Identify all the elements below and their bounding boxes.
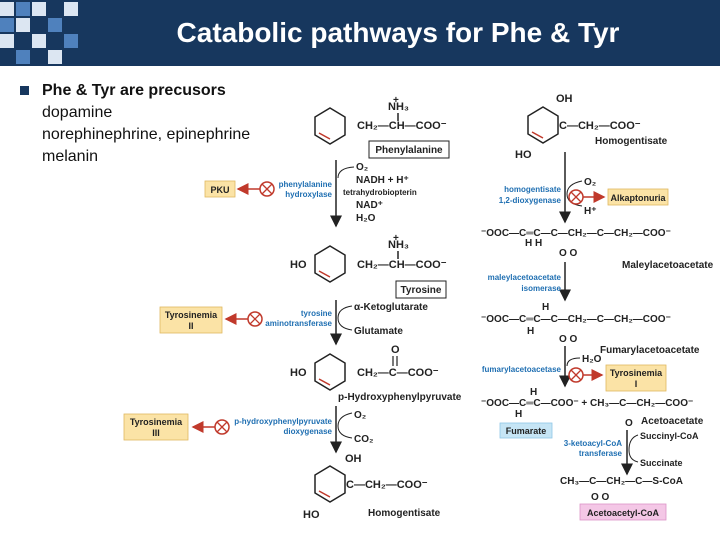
maa-o: O O [559, 248, 578, 259]
step2-enzyme-line1: tyrosine [301, 309, 333, 318]
phe-nh3: NH₃ [388, 101, 409, 113]
tyr-chain: CH₂—CH—COO⁻ [357, 259, 447, 271]
phenylalanine-structure: + NH₃ CH₂—CH—COO⁻ [314, 95, 447, 145]
hg-left-oh: OH [345, 453, 362, 465]
faa-h-bot: H [527, 326, 534, 337]
sub-item-norepinephrine: norephinephrine, epinephrine [42, 126, 251, 143]
hg-left-name: Homogentisate [368, 508, 441, 519]
faa-name: Fumarylacetoacetate [600, 345, 700, 356]
title-banner: Catabolic pathways for Phe & Tyr [0, 0, 720, 66]
step2-out: Glutamate [354, 326, 403, 337]
step5-enzyme-line1: maleylacetoacetate [488, 273, 562, 282]
hg-left-chain: C—CH₂—COO⁻ [346, 479, 428, 491]
step6-enzyme: fumarylacetoacetase [482, 365, 562, 374]
tyr-nh3: NH₃ [388, 239, 409, 251]
hpp-name: p-Hydroxyphenylpyruvate [338, 392, 462, 403]
fum-h-top: H [530, 387, 537, 398]
step4-out: H⁺ [584, 206, 597, 217]
slide-title: Catabolic pathways for Phe & Tyr [176, 17, 620, 48]
tyrosine-structure: HO + NH₃ CH₂—CH—COO⁻ [290, 233, 447, 283]
bullet-text: Phe & Tyr are precusors [42, 82, 226, 99]
hpp-o: O [391, 344, 400, 356]
faa-chain: ⁻OOC—C═C—C—CH₂—C—CH₂—COO⁻ [481, 314, 671, 325]
svg-text:+: + [393, 233, 399, 244]
step1-nad: NAD⁺ [356, 200, 383, 211]
hg-right-chain: C—CH₂—COO⁻ [559, 120, 641, 132]
bullet-marker [20, 86, 29, 95]
tyr2-label: Tyrosinemia [165, 310, 218, 320]
step4-enzyme-line1: homogentisate [504, 185, 561, 194]
fum-chain: ⁻OOC—C═C—COO⁻ + CH₃—C—CH₂—COO⁻ [481, 398, 693, 409]
tyr-name: Tyrosine [401, 285, 442, 296]
tyr-ho: HO [290, 259, 307, 271]
tyr1-roman: I [635, 379, 638, 389]
step4-in: O₂ [584, 177, 596, 188]
faa-o: O O [559, 334, 578, 345]
acetoacetate-label: Acetoacetate [641, 416, 704, 427]
hg-right-ho: HO [515, 149, 532, 161]
hpp-ho: HO [290, 367, 307, 379]
fumarate-label: Fumarate [506, 426, 547, 436]
sub-item-melanin: melanin [42, 148, 99, 165]
acetoacetyl-coa-label: Acetoacetyl-CoA [587, 508, 660, 518]
acetoacetyl-coa-box [579, 503, 667, 521]
tyr2-roman: II [188, 321, 193, 331]
step4-enzyme-line2: 1,2-dioxygenase [499, 196, 562, 205]
step6-in: H₂O [582, 354, 602, 365]
faa-h-top: H [542, 302, 549, 313]
step1-h2o: H₂O [356, 213, 376, 224]
hydroxyphenylpyruvate-structure: HO O CH₂—C—COO⁻ [290, 344, 439, 391]
maa-chain: ⁻OOC—C═C—C—CH₂—C—CH₂—COO⁻ [481, 228, 671, 239]
pku-label: PKU [210, 185, 229, 195]
step7-in: Succinyl-CoA [640, 431, 699, 441]
step3-enzyme-line2: dioxygenase [284, 427, 333, 436]
hg-left-ho: HO [303, 509, 320, 521]
step2-in: α-Ketoglutarate [354, 302, 428, 313]
step2-enzyme-line2: aminotransferase [265, 319, 332, 328]
step3-enzyme-line1: p-hydroxyphenylpyruvate [234, 417, 332, 426]
tyrosinemia-i-box [605, 364, 667, 392]
svg-text:+: + [393, 95, 399, 106]
step1-enzyme-line1: phenylalanine [279, 180, 333, 189]
step3-out: CO₂ [354, 434, 373, 445]
step7-out: Succinate [640, 458, 683, 468]
homogentisate-structure-right: OH HO C—CH₂—COO⁻ [515, 93, 641, 161]
hg-right-oh: OH [556, 93, 573, 105]
step7-enzyme-line2: transferase [579, 449, 623, 458]
fum-h-bot: H [515, 409, 522, 420]
fum-o: O [625, 418, 633, 429]
maa-h: H H [525, 238, 542, 249]
acoa-chain: CH₃—C—CH₂—C—S-CoA [560, 476, 683, 487]
phe-chain: CH₂—CH—COO⁻ [357, 120, 447, 132]
acoa-o: O O [591, 492, 610, 503]
phe-name: Phenylalanine [375, 145, 443, 156]
tyr3-label: Tyrosinemia [130, 417, 183, 427]
tyrosinemia-ii-box [159, 306, 223, 334]
hg-right-name: Homogentisate [595, 136, 668, 147]
hpp-chain: CH₂—C—COO⁻ [357, 367, 439, 379]
step7-enzyme-line1: 3-ketoacyl-CoA [564, 439, 622, 448]
homogentisate-structure-left: OH HO C—CH₂—COO⁻ [303, 453, 428, 521]
tyr1-label: Tyrosinemia [610, 368, 663, 378]
alkaptonuria-label: Alkaptonuria [610, 193, 666, 203]
maa-name: Maleylacetoacetate [622, 260, 714, 271]
sub-item-dopamine: dopamine [42, 104, 113, 121]
fumarate-box [499, 422, 553, 439]
step5-enzyme-line2: isomerase [521, 284, 561, 293]
step1-enzyme-line2: hydroxylase [285, 190, 332, 199]
step1-o2: O₂ [356, 162, 368, 173]
alkaptonuria-box [607, 188, 669, 206]
step1-bh4: tetrahydrobiopterin [343, 188, 417, 197]
step3-in: O₂ [354, 410, 366, 421]
step1-nadh: NADH + H⁺ [356, 175, 409, 186]
tyr3-roman: III [152, 428, 160, 438]
pku-box [204, 180, 236, 198]
tyrosinemia-iii-box [123, 413, 189, 441]
